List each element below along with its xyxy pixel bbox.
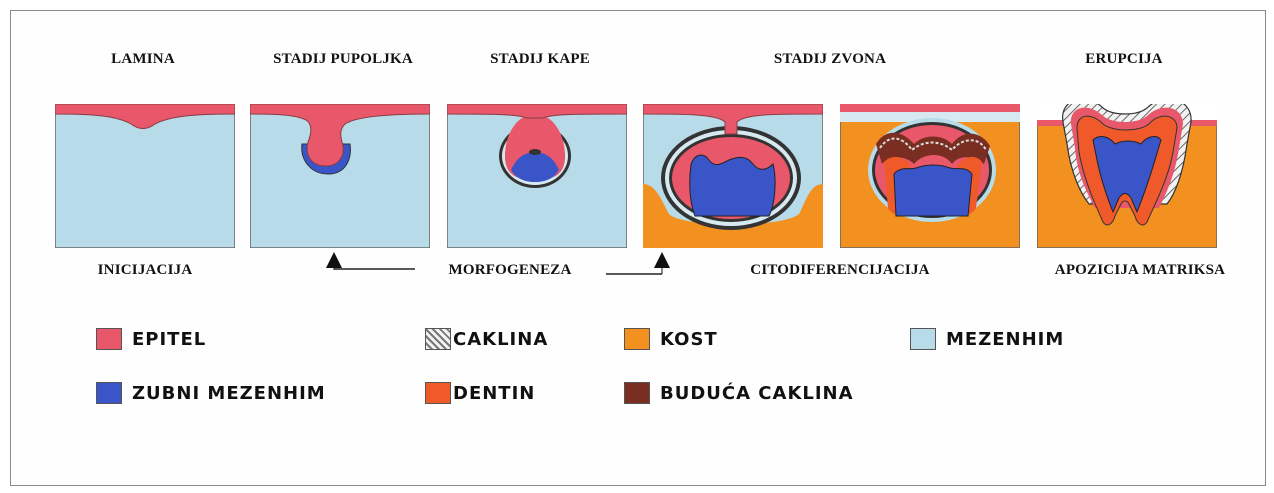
legend-dentin: DENTIN	[425, 380, 535, 406]
panel-lamina	[55, 104, 235, 248]
swatch-kost	[624, 328, 650, 350]
label-citodiferencijacija: CITODIFERENCIJACIJA	[750, 262, 929, 279]
label-stadij-kape: STADIJ KAPE	[490, 51, 590, 68]
panel-bell-late	[840, 104, 1020, 248]
legend-label: KOST	[660, 329, 718, 350]
legend-buduca-caklina: BUDUĆA CAKLINA	[624, 380, 854, 406]
swatch-buduca-caklina	[624, 382, 650, 404]
panel-bud	[250, 104, 430, 248]
panel-cap	[447, 104, 627, 248]
legend-label: EPITEL	[132, 329, 206, 350]
legend-label: MEZENHIM	[946, 329, 1064, 350]
swatch-caklina	[425, 328, 451, 350]
label-stadij-zvona: STADIJ ZVONA	[774, 51, 886, 68]
arrow-head-left	[326, 252, 342, 268]
legend-label: ZUBNI MEZENHIM	[132, 383, 326, 404]
swatch-epitel	[96, 328, 122, 350]
swatch-mezenhim	[910, 328, 936, 350]
arrow-head-right	[654, 252, 670, 268]
legend-zubni-mezenhim: ZUBNI MEZENHIM	[96, 380, 326, 406]
label-apozicija-matriksa: APOZICIJA MATRIKSA	[1055, 262, 1225, 279]
label-erupcija: ERUPCIJA	[1085, 51, 1162, 68]
diagram-frame	[10, 10, 1266, 486]
panel-bell-early	[643, 104, 823, 248]
label-stadij-pupoljka: STADIJ PUPOLJKA	[273, 51, 413, 68]
legend-label: DENTIN	[453, 383, 535, 404]
legend-caklina: CAKLINA	[425, 326, 548, 352]
legend-label: CAKLINA	[453, 329, 548, 350]
legend-kost: KOST	[624, 326, 718, 352]
swatch-dentin	[425, 382, 451, 404]
swatch-zubni-mezenhim	[96, 382, 122, 404]
label-lamina: LAMINA	[111, 51, 175, 68]
legend-epitel: EPITEL	[96, 326, 206, 352]
legend-mezenhim: MEZENHIM	[910, 326, 1064, 352]
panel-eruption	[1037, 104, 1217, 248]
morphogenesis-arrows	[320, 250, 680, 280]
label-inicijacija: INICIJACIJA	[98, 262, 193, 279]
legend-label: BUDUĆA CAKLINA	[660, 383, 854, 404]
